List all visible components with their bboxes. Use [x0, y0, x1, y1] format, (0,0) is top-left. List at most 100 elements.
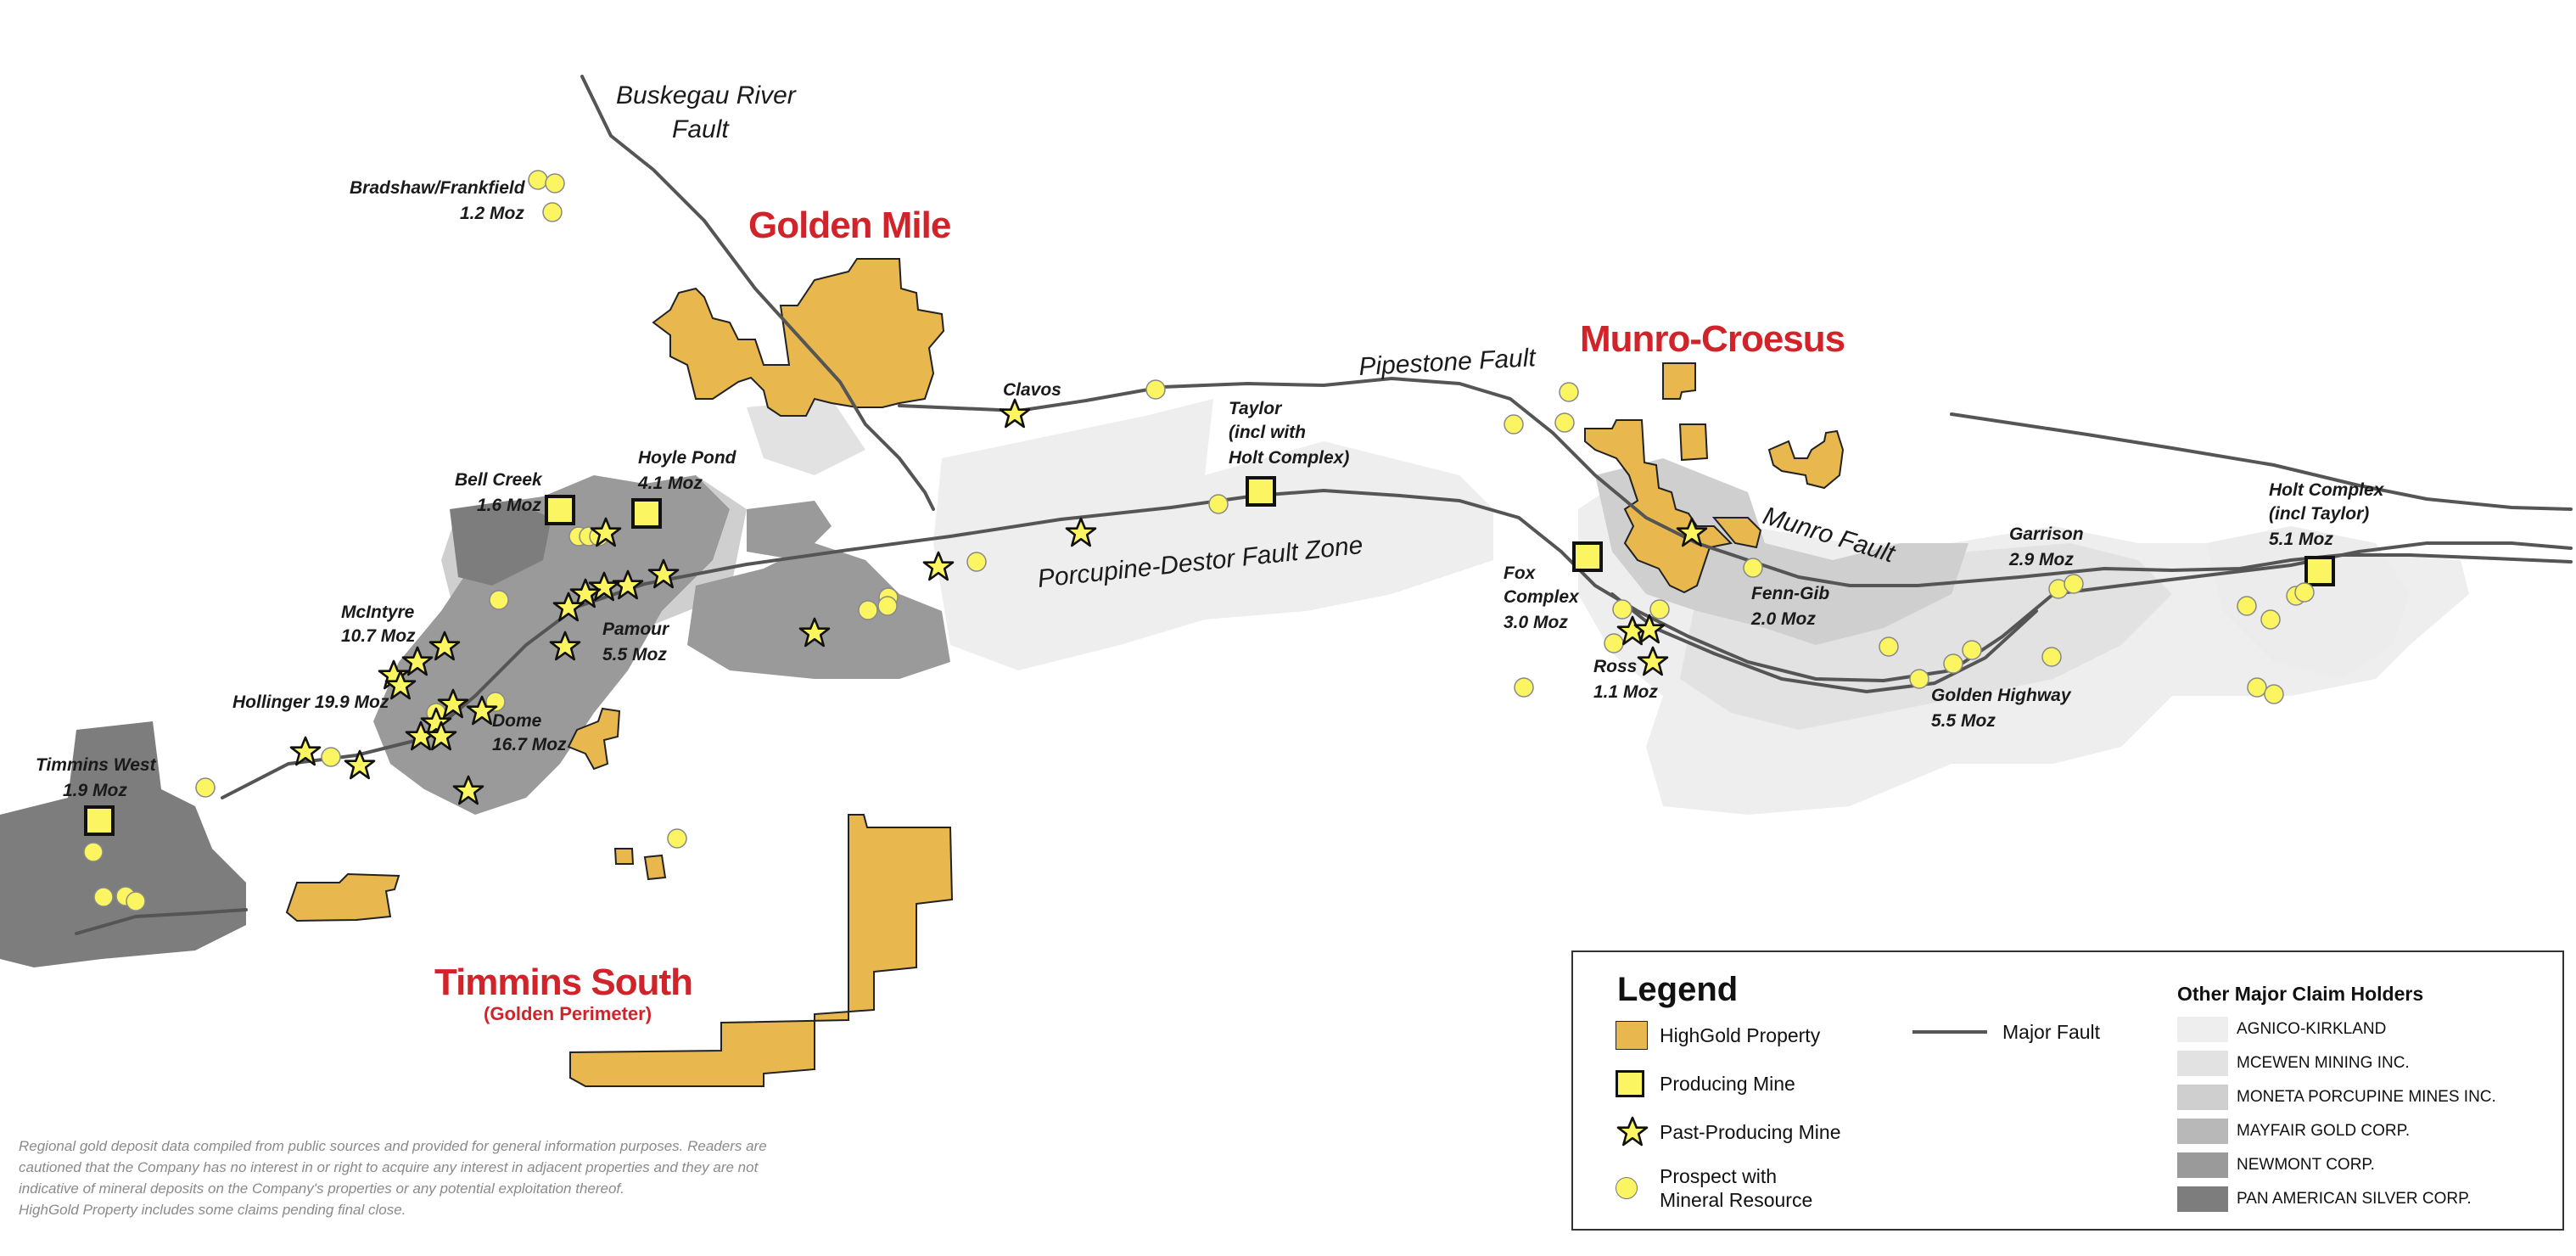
hollinger-label: Hollinger 19.9 Moz	[232, 692, 389, 712]
prospect	[966, 552, 987, 572]
prospect	[1943, 653, 1963, 674]
holder-row: AGNICO-KIRKLAND	[2177, 1017, 2386, 1042]
prospect	[1604, 633, 1624, 653]
timmins-west-moz: 1.9 Moz	[63, 781, 127, 800]
mayfair-area	[687, 543, 950, 679]
east-mid-area	[1595, 458, 1968, 645]
holder-swatch	[2177, 1051, 2228, 1076]
dome-moz: 16.7 Moz	[492, 735, 567, 754]
legend-highgold-property: HighGold Property	[1616, 1018, 1820, 1052]
producing-mine-icon	[1616, 1070, 1644, 1097]
mcintyre-name: McIntyre	[341, 603, 415, 622]
prospect	[2260, 609, 2281, 630]
holder-name: MAYFAIR GOLD CORP.	[2237, 1122, 2411, 1140]
timmins-south-label: Timmins South	[434, 962, 692, 1003]
mcintyre-moz: 10.7 Moz	[341, 626, 416, 646]
golden-mile-label: Golden Mile	[748, 205, 950, 246]
region-labels: Golden Mile Munro-Croesus Timmins South …	[434, 205, 1845, 1024]
legend-past-producing-mine: Past-Producing Mine	[1616, 1115, 1841, 1149]
timmins-west-area	[0, 721, 246, 967]
holt-line1: Holt Complex	[2269, 480, 2385, 500]
producing-mine-timmins-west	[84, 805, 115, 836]
prospect	[667, 828, 687, 849]
holt-line2: (incl Taylor)	[2269, 504, 2369, 524]
pipestone-fault-label: Pipestone Fault	[1358, 344, 1538, 381]
holder-name: MONETA PORCUPINE MINES INC.	[2237, 1088, 2496, 1106]
fox-moz: 3.0 Moz	[1504, 613, 1568, 632]
legend-title: Legend	[1617, 971, 1739, 1008]
legend-producing-mine: Producing Mine	[1616, 1067, 1795, 1101]
munro-croesus-property	[1584, 419, 1733, 594]
prospect	[2264, 684, 2284, 704]
prospect	[1504, 414, 1524, 435]
golden-perimeter-label: (Golden Perimeter)	[484, 1003, 652, 1024]
taylor-line1: Taylor	[1229, 399, 1283, 418]
prospect	[2041, 647, 2062, 667]
disclaimer-line-1: Regional gold deposit data compiled from…	[19, 1138, 767, 1154]
prospect	[1554, 412, 1575, 433]
deposit-labels: Bradshaw/Frankfield 1.2 Moz Bell Creek 1…	[36, 178, 2385, 800]
munro-fault-line	[1950, 412, 2573, 511]
prospect	[489, 590, 509, 610]
hoyle-pond-name: Hoyle Pond	[638, 448, 737, 468]
producing-mine-bell-creek	[545, 495, 575, 525]
newmont-area-west	[373, 475, 730, 815]
holder-swatch	[2177, 1152, 2228, 1178]
prospect	[2294, 582, 2315, 603]
pamour-moz: 5.5 Moz	[602, 645, 667, 664]
producing-mine-holt	[2304, 556, 2335, 586]
holder-row: MONETA PORCUPINE MINES INC.	[2177, 1085, 2496, 1110]
pipestone-fault-line	[898, 376, 2573, 587]
producing-mine-taylor	[1246, 476, 1276, 507]
legend-box: Legend HighGold Property Producing Mine …	[1571, 950, 2564, 1231]
timmins-south-small-2	[613, 848, 635, 865]
timmins-west-name: Timmins West	[36, 755, 157, 775]
prospect-icon	[1616, 1177, 1638, 1199]
prospect	[1909, 669, 1929, 689]
holder-row: PAN AMERICAN SILVER CORP.	[2177, 1186, 2472, 1212]
golden-highway-name: Golden Highway	[1931, 686, 2072, 705]
prospect	[2237, 596, 2257, 616]
garrison-moz: 2.9 Moz	[2008, 550, 2074, 569]
porcupine-destor-secondary	[1610, 592, 2038, 694]
prospect	[1649, 599, 1670, 620]
munro-croesus-property-5	[1711, 517, 1762, 549]
timmins-west-fault	[75, 908, 248, 935]
prospect	[545, 173, 565, 193]
holder-row: MAYFAIR GOLD CORP.	[2177, 1119, 2410, 1144]
munro-croesus-property-3	[1678, 423, 1709, 462]
holder-row: NEWMONT CORP.	[2177, 1152, 2375, 1178]
holder-name: AGNICO-KIRKLAND	[2237, 1020, 2387, 1038]
pamour-name: Pamour	[602, 620, 670, 639]
fault-line-icon	[1912, 1030, 1987, 1034]
pan-american-area-west	[450, 501, 552, 586]
disclaimer-line-2: cautioned that the Company has no intere…	[19, 1159, 759, 1175]
dome-name: Dome	[492, 711, 542, 731]
prospect	[2064, 574, 2084, 594]
prospect	[93, 887, 114, 907]
producing-mine-fox	[1572, 541, 1603, 572]
prospect	[1208, 494, 1229, 514]
past-producing-mine-clavos	[999, 398, 1031, 429]
holt-moz: 5.1 Moz	[2269, 530, 2333, 549]
bell-creek-moz: 1.6 Moz	[477, 496, 541, 515]
holder-name: PAN AMERICAN SILVER CORP.	[2237, 1190, 2472, 1208]
buskegau-river-fault-line	[580, 75, 935, 511]
holder-swatch	[2177, 1119, 2228, 1144]
disclaimer-line-3: indicative of mineral deposits on the Co…	[19, 1180, 624, 1197]
munro-croesus-property-2	[1662, 362, 1696, 400]
taylor-line2: (incl with	[1229, 423, 1306, 442]
buskegau-fault-label-2: Fault	[672, 115, 730, 143]
prospect	[1514, 677, 1534, 698]
prospect	[83, 842, 104, 862]
fox-line1: Fox	[1504, 564, 1537, 583]
garrison-name: Garrison	[2009, 524, 2084, 544]
prospect	[1612, 599, 1632, 620]
timmins-south-main	[569, 814, 954, 1087]
bell-creek-name: Bell Creek	[455, 470, 543, 490]
golden-highway-moz: 5.5 Moz	[1931, 711, 1996, 731]
munro-croesus-label: Munro-Croesus	[1580, 318, 1845, 360]
hoyle-pond-moz: 4.1 Moz	[637, 474, 703, 493]
agnico-kirkland-area	[933, 399, 1493, 670]
